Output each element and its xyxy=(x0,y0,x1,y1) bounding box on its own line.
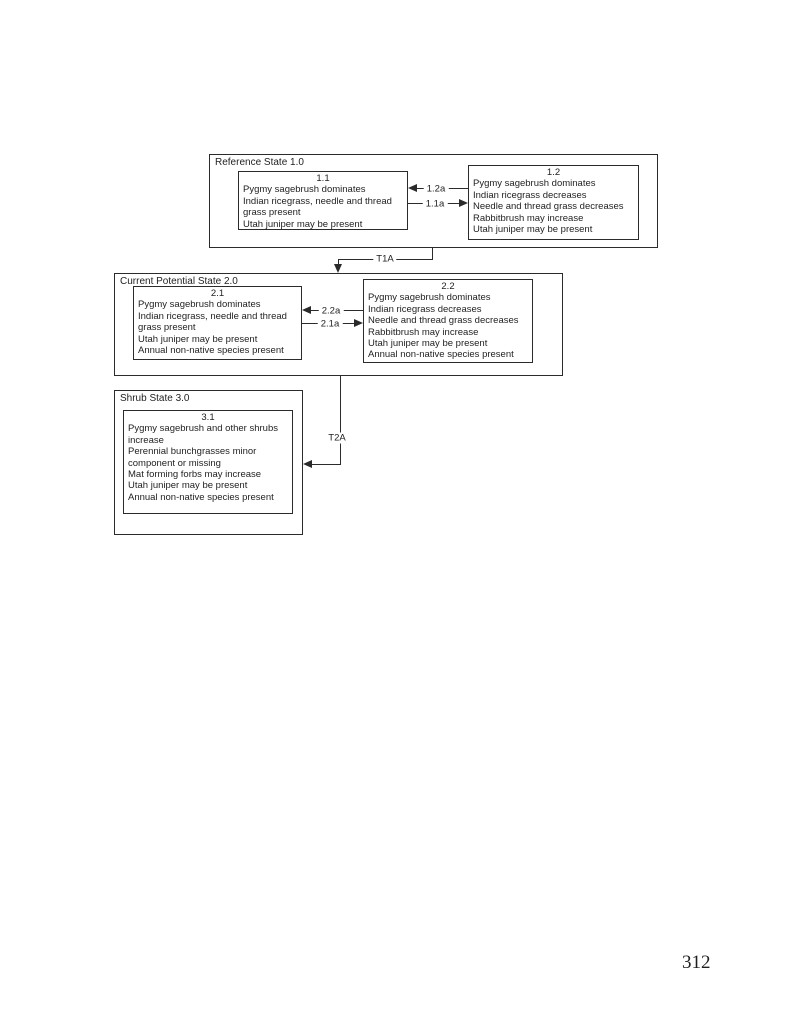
community-text-line: grass present xyxy=(243,207,301,219)
community-text-line: Perennial bunchgrasses minor xyxy=(128,446,257,458)
community-text-line: Needle and thread grass decreases xyxy=(473,201,624,213)
community-box-2-1: 2.1 Pygmy sagebrush dominates Indian ric… xyxy=(133,286,302,360)
community-text-line: component or missing xyxy=(128,457,221,469)
community-text-line: Utah juniper may be present xyxy=(368,338,488,350)
transition-line-t1a xyxy=(432,248,433,260)
arrowhead-right xyxy=(354,319,363,327)
community-text-line: grass present xyxy=(138,322,196,334)
community-id: 2.1 xyxy=(210,288,225,299)
community-text-line: increase xyxy=(128,434,164,446)
state-title: Current Potential State 2.0 xyxy=(120,276,238,287)
community-text-line: Pygmy sagebrush dominates xyxy=(138,299,261,311)
pathway-label-1-1a: 1.1a xyxy=(422,198,448,210)
community-text-line: Annual non-native species present xyxy=(128,491,274,503)
community-text-line: Indian ricegrass decreases xyxy=(473,189,587,201)
transition-line-t2a xyxy=(340,376,341,464)
page-number: 312 xyxy=(682,952,711,973)
community-text-line: Pygmy sagebrush dominates xyxy=(243,184,366,196)
community-text-line: Rabbitbrush may increase xyxy=(368,326,479,338)
arrowhead-down xyxy=(334,264,342,273)
community-text-line: Needle and thread grass decreases xyxy=(368,315,519,327)
transition-label-t1a: T1A xyxy=(373,253,397,265)
pathway-label-2-1a: 2.1a xyxy=(317,318,343,330)
community-text-line: Indian ricegrass, needle and thread xyxy=(243,195,392,207)
community-text-line: Annual non-native species present xyxy=(138,345,284,357)
community-text-line: Utah juniper may be present xyxy=(243,218,363,230)
community-box-1-1: 1.1 Pygmy sagebrush dominates Indian ric… xyxy=(238,171,408,230)
state-box-reference-1-0: Reference State 1.0 xyxy=(209,154,658,248)
community-text-line: Utah juniper may be present xyxy=(473,224,593,236)
community-text-line: Mat forming forbs may increase xyxy=(128,469,262,481)
community-id: 1.2 xyxy=(546,167,561,178)
transition-line-t1a xyxy=(338,260,339,265)
pathway-label-1-2a: 1.2a xyxy=(423,183,449,195)
pathway-label-2-2a: 2.2a xyxy=(318,305,344,317)
community-text-line: Pygmy sagebrush dominates xyxy=(473,178,596,190)
community-text-line: Utah juniper may be present xyxy=(138,333,258,345)
transition-line-t2a xyxy=(312,464,341,465)
community-id: 1.1 xyxy=(316,173,330,184)
state-title: Reference State 1.0 xyxy=(215,157,304,168)
transition-label-t2a: T2A xyxy=(325,432,349,444)
community-box-2-2: 2.2 Pygmy sagebrush dominates Indian ric… xyxy=(363,279,533,363)
arrowhead-left xyxy=(408,184,417,192)
community-id: 3.1 xyxy=(201,412,215,423)
community-text-line: Indian ricegrass decreases xyxy=(368,303,482,315)
state-box-shrub-3-0: Shrub State 3.0 xyxy=(114,390,303,535)
community-box-3-1: 3.1 Pygmy sagebrush and other shrubs inc… xyxy=(123,410,293,514)
arrowhead-right xyxy=(459,199,468,207)
arrowhead-left xyxy=(302,306,311,314)
arrowhead-left xyxy=(303,460,312,468)
community-box-1-2: 1.2 Pygmy sagebrush dominates Indian ric… xyxy=(468,165,639,240)
community-id: 2.2 xyxy=(441,281,455,292)
state-box-current-potential-2-0: Current Potential State 2.0 xyxy=(114,273,563,376)
community-text-line: Indian ricegrass, needle and thread xyxy=(138,310,287,322)
state-title: Shrub State 3.0 xyxy=(120,393,190,404)
community-text-line: Annual non-native species present xyxy=(368,349,514,361)
community-text-line: Utah juniper may be present xyxy=(128,480,248,492)
community-text-line: Pygmy sagebrush and other shrubs xyxy=(128,423,278,435)
community-text-line: Pygmy sagebrush dominates xyxy=(368,292,491,304)
community-text-line: Rabbitbrush may increase xyxy=(473,212,584,224)
